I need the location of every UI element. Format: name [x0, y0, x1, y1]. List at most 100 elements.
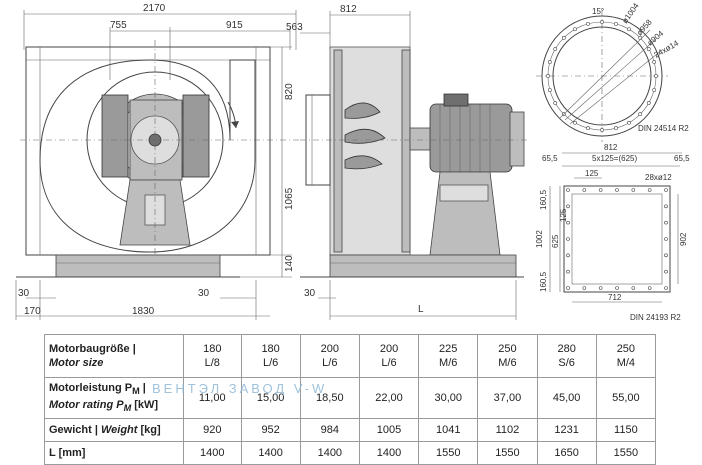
bolt-hole [573, 27, 577, 32]
bolt-hole [553, 47, 558, 51]
dim-side-depth: 812 [340, 4, 357, 15]
table-row-motor-rating: Motorleistung PM | Motor rating PM [kW] … [44, 377, 657, 419]
bolt-hole [614, 126, 618, 131]
flange-d2: ø958 [635, 17, 654, 37]
flange-d1: ø1004 [620, 1, 641, 25]
dim-foot-offset: 170 [24, 306, 41, 317]
dim-offset-left: 30 [18, 288, 30, 299]
dim-left-part: 755 [110, 20, 127, 31]
rect-inner-height: 902 [679, 232, 688, 246]
cell-rating-2: 15,00 [240, 377, 301, 419]
bolt-hole [547, 88, 552, 92]
rect-side-left-top: 160,5 [539, 189, 548, 210]
cell-weight-4: 1005 [358, 418, 420, 442]
rect-hole-spacing: 5x125=(625) [592, 154, 637, 163]
watermark: ВЕНТЭЛ ЗАВОД V-W [152, 381, 328, 396]
cell-length-7: 1650 [536, 441, 597, 465]
bolt-hole [627, 120, 631, 125]
dim-height-upper: 820 [284, 83, 295, 100]
cell-length-3: 1400 [299, 441, 360, 465]
cell-rating-8: 55,00 [595, 377, 657, 419]
bolt-hole [600, 20, 604, 24]
rect-bolt-hole [647, 286, 652, 290]
cell-weight-5: 1041 [418, 418, 479, 442]
bolt-hole [561, 35, 566, 40]
cell-weight-6: 1102 [477, 418, 538, 442]
technical-drawing: 2170 755 915 [15, 1, 690, 322]
cell-weight-8: 1150 [595, 418, 657, 442]
dim-offset-right: 30 [198, 288, 210, 299]
bolt-hole [646, 101, 651, 105]
cell-rating-1: 11,00 [183, 377, 242, 419]
bolt-hole [586, 21, 590, 26]
bolt-hole [553, 101, 558, 105]
rect-bolt-hole [664, 220, 668, 225]
rect-height-total: 1002 [535, 230, 544, 248]
rect-bolt-hole [664, 188, 668, 192]
round-flange: 15° ø1004 ø958 ø904 24xø14 DIN 24514 R2 [536, 1, 689, 142]
rect-side-left-bottom: 160,5 [539, 271, 548, 292]
rect-side-step: 125 [559, 208, 568, 222]
rect-edge-left: 65,5 [542, 154, 558, 163]
row-label-motor-rating: Motorleistung PM | Motor rating PM [kW] [44, 377, 184, 419]
bolt-hole [652, 88, 657, 92]
bolt-hole [652, 60, 657, 64]
cell-weight-1: 920 [183, 418, 242, 442]
dim-right-part: 915 [226, 20, 243, 31]
rect-bolt-hole [664, 269, 668, 274]
rect-bolt-hole [664, 253, 668, 258]
cell-length-1: 1400 [183, 441, 242, 465]
row-label-length: L [mm] [44, 441, 184, 465]
bolt-hole [586, 126, 590, 131]
side-view: 812 563 30 [286, 4, 530, 320]
dim-inlet-offset: 563 [286, 22, 303, 33]
bolt-hole [627, 27, 631, 32]
rect-flange: 812 65,5 65,5 5x125=(625) 125 28xø12 160… [535, 143, 690, 322]
rect-bolt-hole [664, 204, 668, 209]
cell-rating-5: 30,00 [418, 377, 479, 419]
flange-angle: 15° [592, 7, 604, 16]
rect-bolt-hole [664, 286, 668, 290]
cell-weight-7: 1231 [536, 418, 597, 442]
rect-bolt-hole [598, 286, 603, 290]
row-label-weight: Gewicht | Weight [kg] [44, 418, 184, 442]
rect-bolt-hole [566, 269, 570, 274]
row-label-motor-size: Motorbaugröße | Motor size [44, 334, 184, 378]
dim-side-left: 30 [304, 288, 316, 299]
rect-width-total: 812 [604, 143, 618, 152]
table-row-length: L [mm] 1400 1400 1400 1400 1550 1550 165… [44, 441, 657, 465]
cell-length-4: 1400 [358, 441, 420, 465]
table-row-weight: Gewicht | Weight [kg] 920 952 984 1005 1… [44, 418, 657, 442]
rect-bolt-hole [582, 188, 587, 192]
dim-base-length: 1830 [132, 306, 155, 317]
rect-side-total: 625 [551, 234, 560, 248]
cell-length-6: 1550 [477, 441, 538, 465]
bolt-hole [646, 47, 651, 51]
bolt-hole [600, 128, 604, 132]
rect-bolt-hole [647, 188, 652, 192]
dim-base-height: 140 [284, 255, 295, 272]
dim-height-lower: 1065 [284, 187, 295, 210]
rect-bolt-hole [631, 286, 636, 290]
bolt-hole [654, 74, 658, 78]
cell-length-8: 1550 [595, 441, 657, 465]
rect-bolt-hole [566, 253, 570, 258]
rect-bolt-hole [566, 188, 570, 192]
rect-bolt-hole [566, 220, 570, 225]
cell-weight-2: 952 [240, 418, 301, 442]
bolt-hole [614, 21, 618, 26]
cell-length-2: 1400 [240, 441, 301, 465]
bolt-hole [547, 60, 552, 64]
flange-round-standard: DIN 24514 R2 [638, 124, 689, 133]
cell-length-5: 1550 [418, 441, 479, 465]
rect-bolt-hole [615, 286, 619, 290]
rect-bolt-hole [615, 188, 619, 192]
